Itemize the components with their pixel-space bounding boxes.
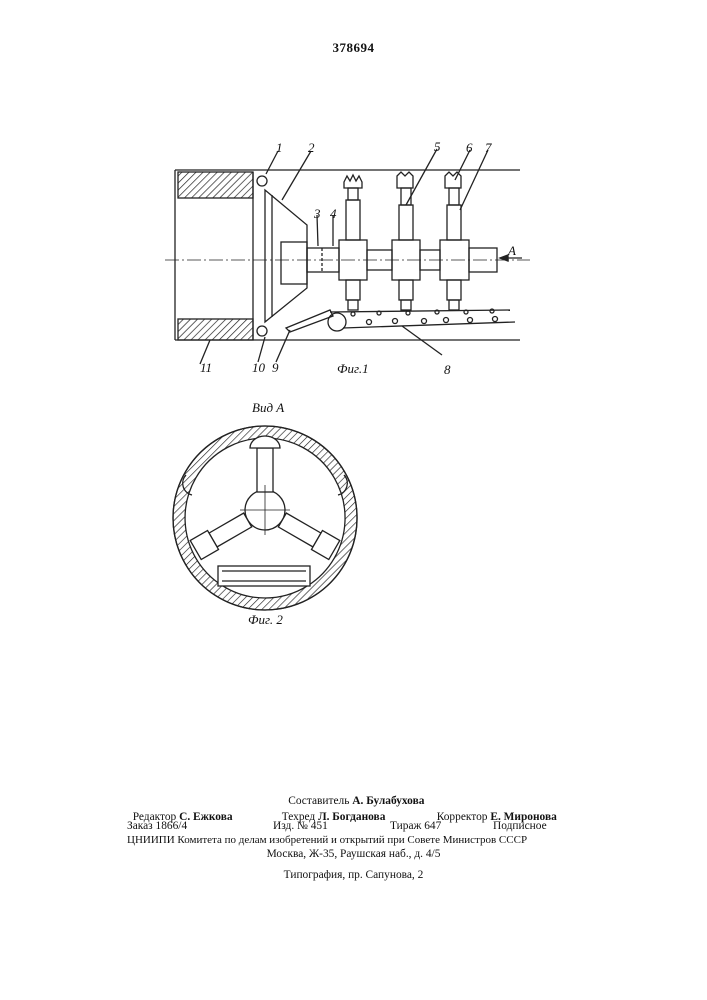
arrow-a-label: A bbox=[507, 243, 516, 258]
ring-top-section bbox=[178, 172, 253, 198]
label-5: 5 bbox=[434, 139, 441, 154]
label-11: 11 bbox=[200, 360, 212, 375]
label-9: 9 bbox=[272, 360, 279, 375]
techred-name: Л. Богданова bbox=[318, 811, 385, 823]
roller-top bbox=[257, 176, 267, 186]
cutter-bit-3 bbox=[445, 172, 461, 188]
label-10: 10 bbox=[252, 360, 266, 375]
ring-bottom-section bbox=[178, 319, 253, 340]
label-6: 6 bbox=[466, 140, 473, 155]
circulation: Тираж 647 bbox=[390, 819, 441, 833]
bottom-carriage bbox=[218, 566, 310, 586]
label-3: 3 bbox=[313, 206, 321, 221]
label-1: 1 bbox=[276, 140, 283, 155]
label-7: 7 bbox=[485, 140, 492, 155]
cutter-bit-2 bbox=[397, 172, 413, 188]
figure-1-drawing: 1 2 3 4 5 6 7 8 9 10 11 A Фиг.1 bbox=[0, 0, 707, 400]
subscription: Подписное bbox=[493, 819, 547, 833]
cutter-bit-1 bbox=[344, 175, 362, 188]
right-arm bbox=[209, 513, 252, 547]
left-arm bbox=[278, 513, 321, 547]
label-8: 8 bbox=[444, 362, 451, 377]
figure-2-caption: Фиг. 2 bbox=[248, 612, 283, 627]
roller-bottom bbox=[257, 326, 267, 336]
cone-hub bbox=[281, 242, 307, 284]
plate bbox=[286, 310, 333, 332]
carriage-wheel bbox=[328, 313, 346, 331]
figure-1-caption: Фиг.1 bbox=[337, 361, 369, 376]
edition-number: Изд. № 451 bbox=[273, 819, 328, 833]
order-number: Заказ 1866/4 bbox=[127, 819, 187, 833]
printer-line: Типография, пр. Сапунова, 2 bbox=[0, 868, 707, 882]
view-a-label: Вид А bbox=[252, 400, 284, 415]
corrector-label: Корректор bbox=[437, 811, 488, 823]
figure-2-drawing: Вид А Фиг. 2 bbox=[0, 390, 707, 640]
label-4: 4 bbox=[330, 206, 337, 221]
label-2: 2 bbox=[308, 140, 315, 155]
cone-body bbox=[265, 190, 307, 322]
org-line: ЦНИИПИ Комитета по делам изобретений и о… bbox=[127, 833, 579, 847]
address-line: Москва, Ж-35, Раушская наб., д. 4/5 bbox=[0, 847, 707, 861]
